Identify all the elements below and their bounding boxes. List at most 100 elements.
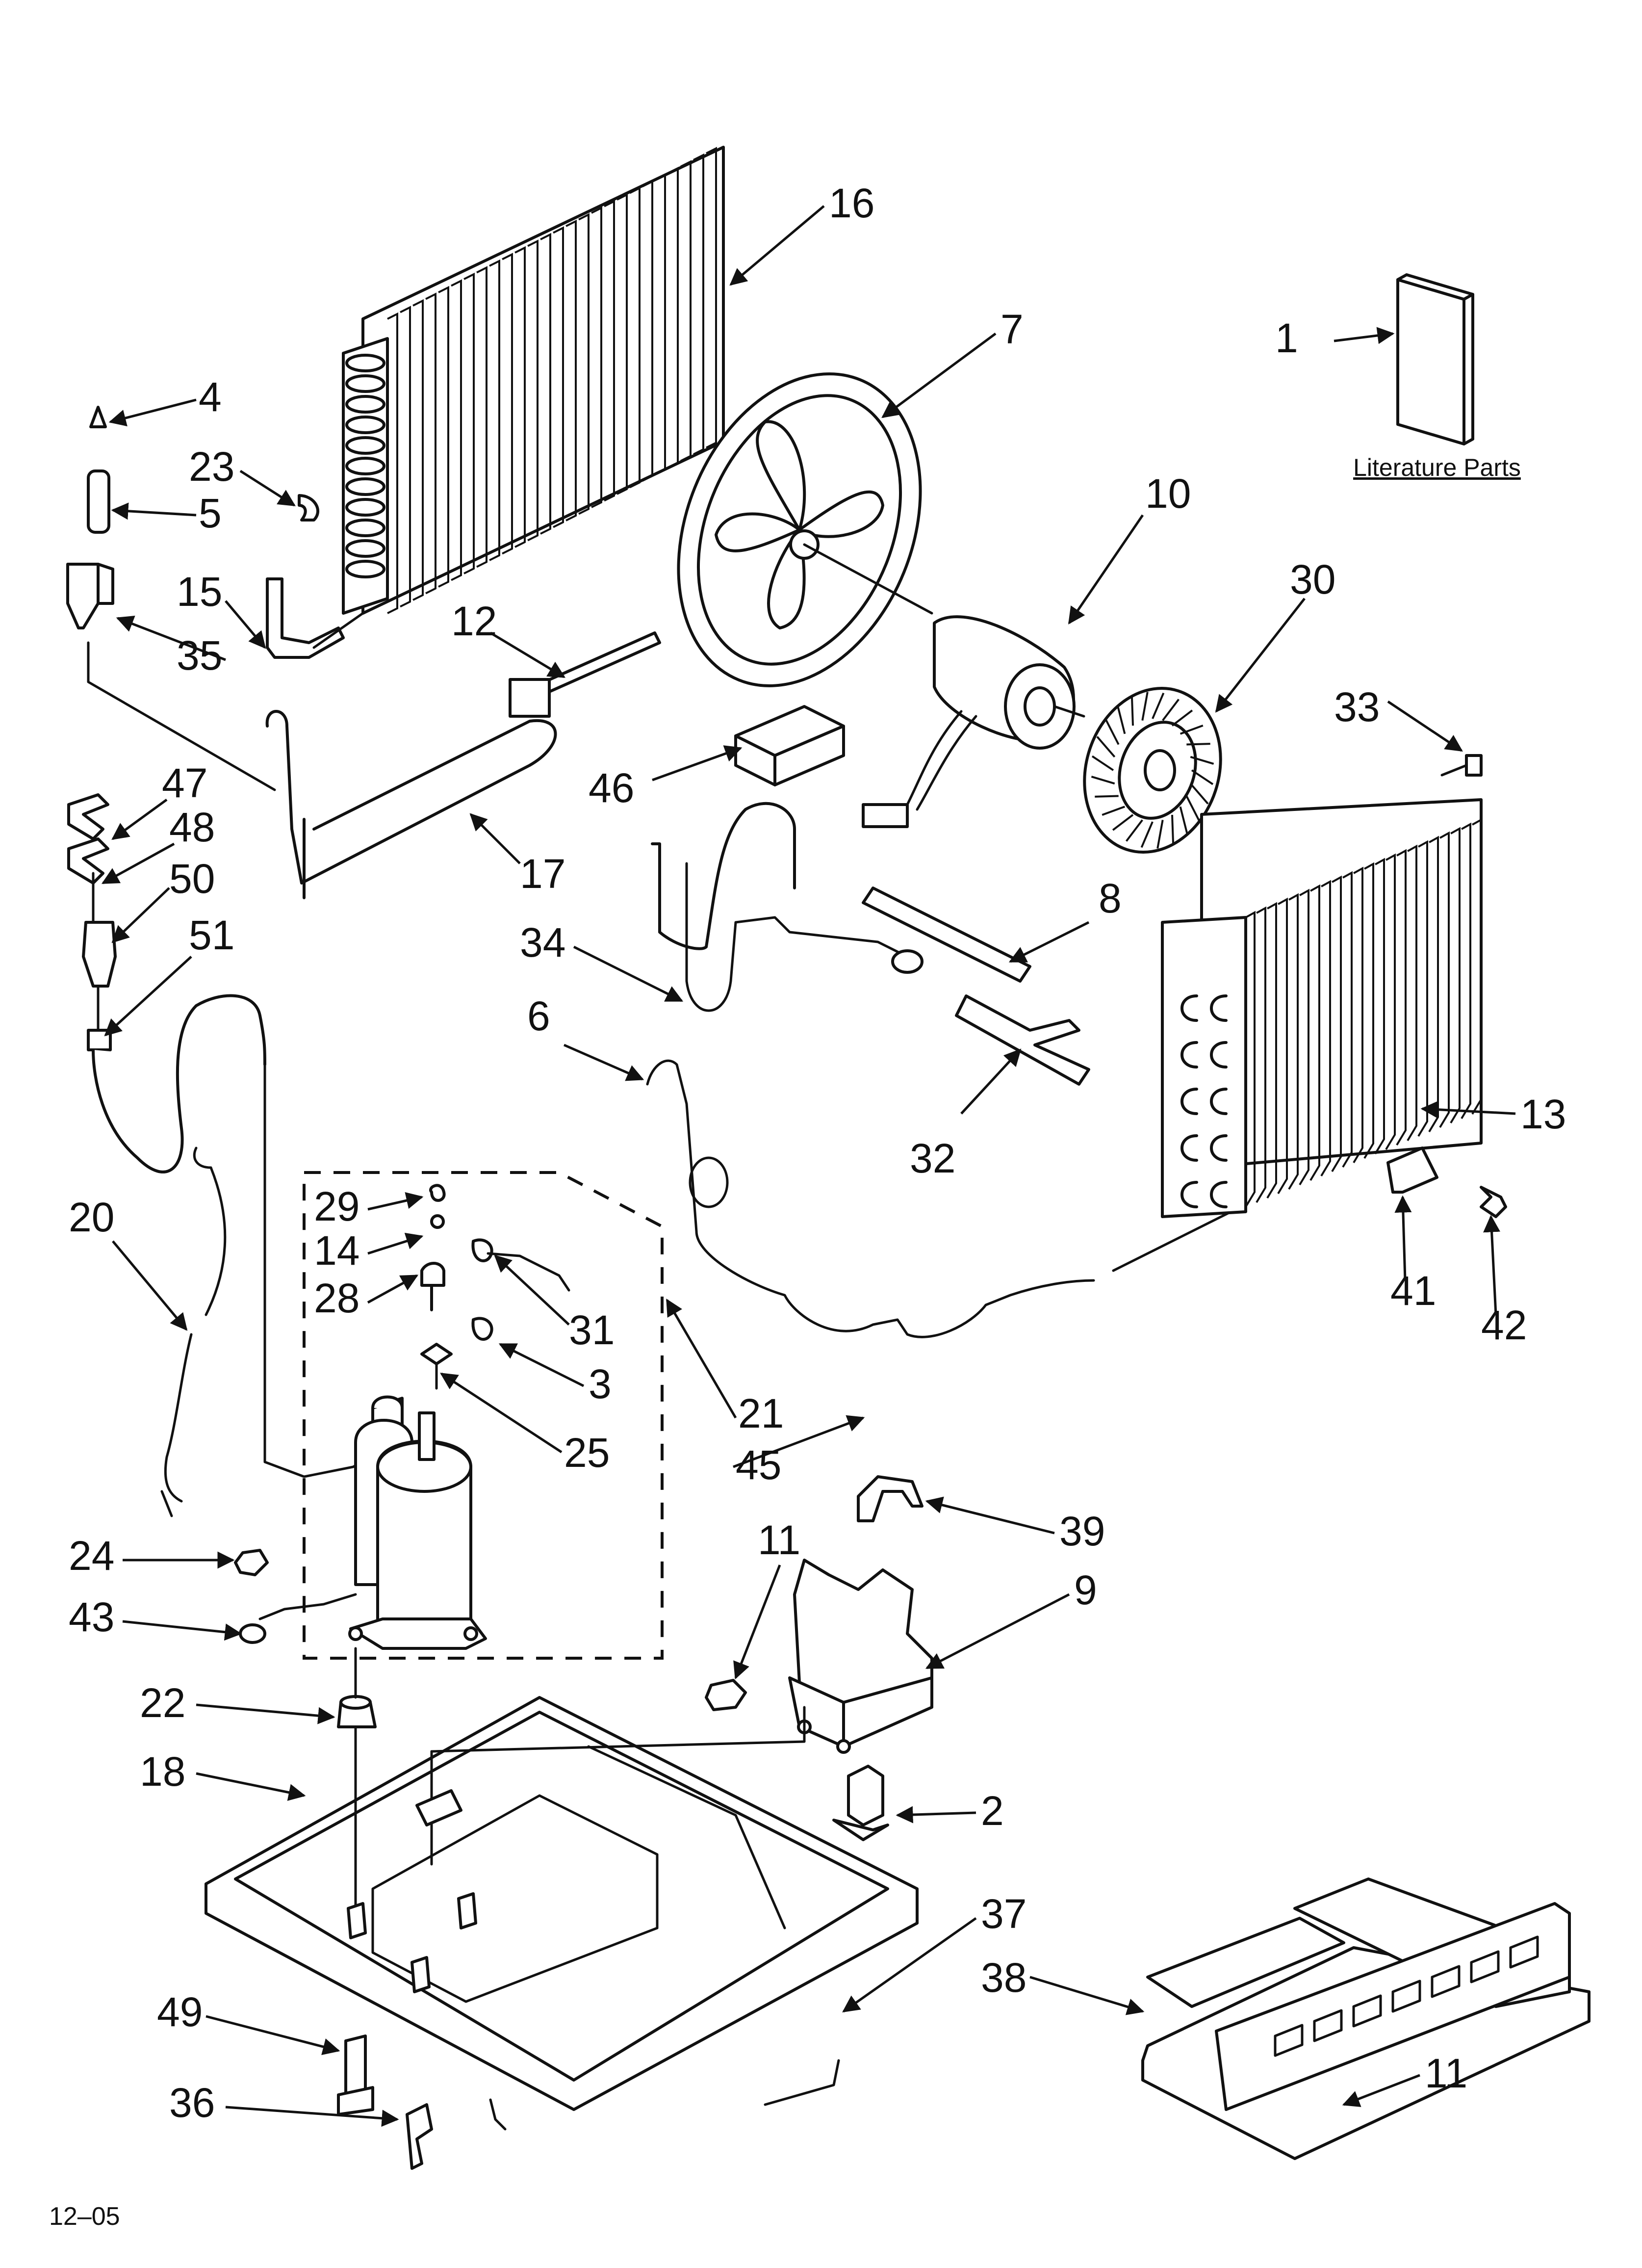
coil-fin: [412, 299, 424, 601]
leader-arrow: [122, 1620, 242, 1641]
coil-fin: [400, 306, 411, 608]
coil-fin: [1331, 875, 1342, 1173]
drain-slot: [1274, 2024, 1304, 2057]
upper-tubing-parts: [66, 406, 557, 899]
callout-label: 45: [736, 1442, 781, 1488]
blower-blade: [1102, 806, 1126, 816]
callout-label: 1: [1275, 315, 1298, 361]
coil-fin: [1417, 840, 1428, 1137]
leader-arrow: [116, 616, 226, 661]
fan-motor: [803, 543, 1085, 828]
callout-label: 36: [169, 2080, 215, 2126]
coil-return-bend: [1210, 1088, 1228, 1115]
callout-label: 12: [451, 598, 497, 644]
callout-label: 7: [1001, 306, 1024, 352]
coil-fin: [489, 259, 500, 561]
coil-fin: [1288, 893, 1299, 1190]
leader-arrow: [239, 469, 296, 507]
callout-label: 43: [69, 1594, 114, 1640]
coil-fin: [642, 180, 653, 482]
coil-return-bend: [1210, 1134, 1228, 1162]
leader-arrow: [108, 398, 197, 427]
leader-arrow: [367, 1232, 424, 1255]
base-pan: [205, 1696, 919, 2131]
leader-arrow: [101, 842, 175, 885]
blower-blade: [1096, 736, 1116, 758]
leader-arrow: [1483, 1215, 1501, 1315]
callout-label: 14: [314, 1227, 359, 1274]
leader-arrow: [563, 1043, 644, 1081]
blower-blade: [1140, 821, 1154, 848]
coil-fin: [438, 286, 449, 588]
coil-fin: [1439, 831, 1450, 1128]
callout-label: 47: [162, 760, 207, 806]
callout-label: 16: [829, 180, 874, 226]
leader-arrow: [367, 1192, 424, 1211]
clip: [1480, 1186, 1507, 1218]
coil-fin: [1266, 902, 1277, 1199]
mounting-bracket: [788, 1559, 933, 1754]
leader-arrow: [111, 502, 197, 520]
callout-label: 24: [69, 1533, 114, 1579]
callout-label: 2: [981, 1788, 1004, 1834]
blower-blade: [1185, 795, 1201, 822]
coil-fin: [604, 200, 615, 502]
compressor-assembly: [258, 1171, 664, 1660]
coil-fin: [540, 233, 551, 535]
callout-label: 5: [199, 490, 222, 536]
callout-label: 33: [1334, 684, 1380, 730]
leader-arrow: [498, 1343, 585, 1387]
callout-label: 48: [169, 804, 215, 850]
foam-pad: [734, 705, 845, 786]
blower-blade: [1112, 814, 1134, 831]
blower-blade: [1180, 725, 1204, 735]
coil-fin: [1428, 835, 1439, 1133]
callout-label: 13: [1520, 1091, 1566, 1137]
coil-return-bend: [345, 539, 385, 558]
coil-return-bend: [345, 395, 385, 414]
coil-fin: [706, 147, 717, 449]
coil-fin: [616, 193, 628, 495]
callout-label: 10: [1145, 470, 1191, 517]
leader-arrow: [196, 1703, 335, 1724]
coil-fin: [1299, 888, 1309, 1186]
blower-blade: [1162, 699, 1180, 721]
leader-arrow: [489, 631, 566, 678]
coil-fin: [1320, 880, 1331, 1177]
callout-label: 11: [1425, 2050, 1467, 2096]
coil-fin: [1385, 853, 1396, 1150]
callout-label: 30: [1290, 556, 1335, 602]
leader-arrow: [1068, 514, 1144, 625]
leader-arrow: [225, 600, 266, 649]
blower-blade: [1141, 692, 1149, 721]
coil-fin: [1471, 818, 1482, 1115]
coil-fin: [553, 226, 564, 528]
tee-fitting: [955, 994, 1090, 1086]
leader-arrow: [225, 2106, 399, 2127]
blower-blade: [1171, 709, 1193, 727]
callout-label: 35: [177, 632, 222, 678]
callout-label: 18: [140, 1748, 185, 1795]
drain-slot: [1431, 1965, 1461, 1998]
leader-arrow: [842, 1917, 977, 2013]
condenser-fan: [677, 372, 922, 687]
insulation-tube: [862, 886, 1031, 983]
screw: [1440, 754, 1483, 777]
clip: [406, 2103, 433, 2170]
callout-leaders: [101, 205, 1516, 2127]
coil-fin: [425, 292, 436, 595]
coil-return-bend: [1180, 1088, 1198, 1115]
leader-arrow: [1387, 700, 1463, 752]
leader-arrow: [1334, 327, 1395, 344]
leader-arrow: [666, 1298, 737, 1419]
washer: [239, 1623, 266, 1644]
leader-arrow: [196, 1772, 306, 1801]
capillary-tube: [646, 1059, 1242, 1338]
coil-return-bend: [345, 477, 385, 496]
callout-label: 32: [910, 1135, 955, 1181]
leader-arrow: [205, 2015, 340, 2056]
leader-arrow: [573, 945, 684, 1002]
coil-fin: [527, 239, 539, 542]
coil-fin: [1277, 897, 1288, 1195]
callout-label: 8: [1099, 875, 1122, 921]
